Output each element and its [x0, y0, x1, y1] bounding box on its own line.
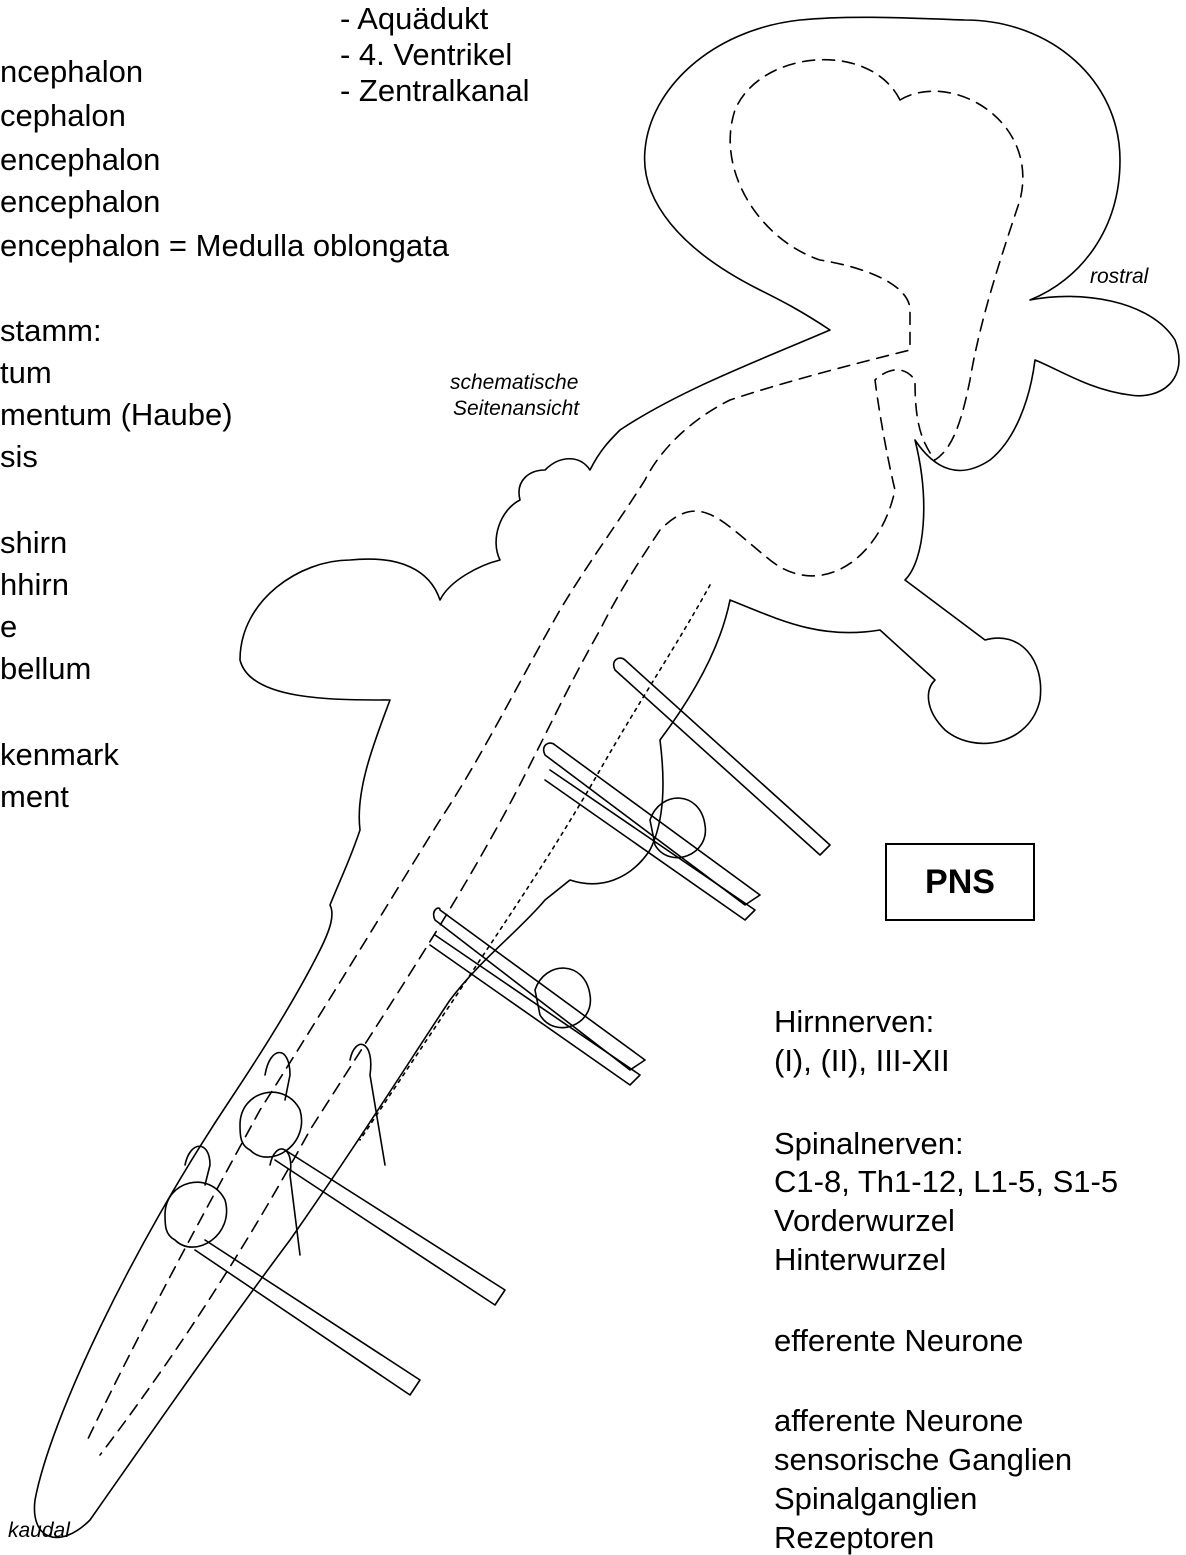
view-label-line2: Seitenansicht — [453, 396, 579, 421]
pns-line: (I), (II), III-XII — [774, 1042, 950, 1079]
brain-division-item: encephalon — [0, 141, 160, 178]
spinal-part-item: kenmark — [0, 736, 119, 773]
ventricle-item: - Aquädukt — [340, 0, 488, 37]
spinal-ganglion-2 — [165, 1182, 227, 1247]
pns-title-box: PNS — [885, 843, 1035, 921]
spinal-part-item: ment — [0, 778, 69, 815]
cranial-nerve-2b — [545, 770, 755, 920]
spinal-nerve-2 — [195, 1240, 420, 1395]
spinal-root-1b — [350, 1044, 385, 1165]
pns-line: efferente Neurone — [774, 1322, 1023, 1359]
brain-part-item: shirn — [0, 524, 67, 561]
brain-part-item: bellum — [0, 650, 91, 687]
view-label-line1: schematische — [450, 370, 578, 395]
spinal-ganglion-1 — [240, 1092, 302, 1157]
brain-division-item: encephalon — [0, 183, 160, 220]
brain-division-item: cephalon — [0, 97, 126, 134]
cranial-nerve-3a — [434, 908, 645, 1070]
ventricle-item: - 4. Ventrikel — [340, 36, 512, 73]
brainstem-heading: stamm: — [0, 312, 102, 349]
spinal-nerve-1 — [275, 1150, 505, 1305]
cranial-nerve-1 — [614, 658, 830, 855]
pns-line: Rezeptoren — [774, 1519, 934, 1555]
brain-part-item: e — [0, 608, 17, 645]
cranial-nerve-2a — [544, 743, 760, 905]
pns-line: Hirnnerven: — [774, 1003, 934, 1040]
pns-line: afferente Neurone — [774, 1402, 1023, 1439]
brain-division-item: encephalon = Medulla oblongata — [0, 227, 449, 264]
brain-part-item: hhirn — [0, 566, 69, 603]
pns-line: C1-8, Th1-12, L1-5, S1-5 — [774, 1163, 1118, 1200]
ventricle-item: - Zentralkanal — [340, 72, 530, 109]
rostral-label: rostral — [1090, 264, 1148, 289]
pns-line: Spinalganglien — [774, 1480, 977, 1517]
kaudal-label: kaudal — [8, 1518, 70, 1543]
brainstem-item: tum — [0, 354, 52, 391]
brainstem-item: sis — [0, 438, 38, 475]
brain-division-item: ncephalon — [0, 53, 143, 90]
spinal-root-2b — [270, 1149, 300, 1255]
pns-line: Vorderwurzel — [774, 1202, 955, 1239]
pns-line: Hinterwurzel — [774, 1241, 946, 1278]
cranial-nerve-3b — [430, 935, 640, 1085]
pns-line: Spinalnerven: — [774, 1125, 964, 1162]
brainstem-item: mentum (Haube) — [0, 396, 233, 433]
pns-line: sensorische Ganglien — [774, 1441, 1072, 1478]
